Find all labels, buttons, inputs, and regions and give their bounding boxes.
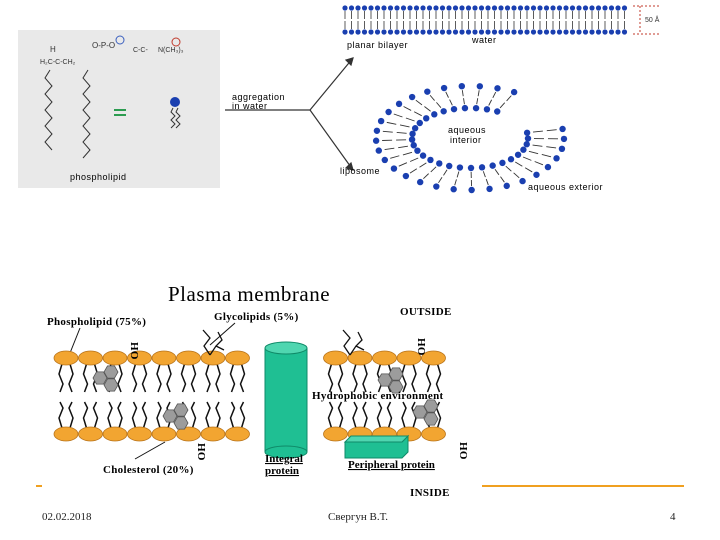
plasma-membrane-diagram: Plasma membrane OUTSIDE Phospholipid (75… xyxy=(47,282,469,499)
phospholipid-caption: phospholipid xyxy=(70,172,127,182)
plasma-membrane-title: Plasma membrane xyxy=(168,282,330,306)
label-pointers xyxy=(69,322,236,460)
equals-sign xyxy=(114,109,126,116)
aqueous-exterior-label: aqueous exterior xyxy=(528,182,603,192)
phospholipid-percent-label: Phospholipid (75%) xyxy=(47,316,146,328)
lipid-tails xyxy=(58,363,442,429)
inside-label: INSIDE xyxy=(410,487,450,499)
accent-line-right xyxy=(482,485,684,487)
footer-author: Свергун В.Т. xyxy=(328,511,388,523)
glycolipid-right xyxy=(342,329,365,356)
svg-text:H: H xyxy=(50,45,56,54)
svg-text:H₂C-C-CH₂: H₂C-C-CH₂ xyxy=(40,59,76,66)
ho-label-2: HO xyxy=(415,338,427,356)
thickness-marker xyxy=(633,5,660,35)
peripheral-protein-label: Peripheral protein xyxy=(348,459,435,471)
hydrophobic-environment-label: Hydrophobic environment xyxy=(312,390,444,402)
single-lipid-symbol xyxy=(170,97,181,129)
lipid-heads xyxy=(53,350,446,442)
svg-text:C-C-: C-C- xyxy=(133,47,148,54)
aggregation-arrows xyxy=(225,57,354,171)
phospholipid-formula: H O-P-O C-C- N(CH₃)₃ H₂C-C-CH₂ xyxy=(40,35,184,159)
glycolipids-percent-label: Glycolipids (5%) xyxy=(214,311,299,323)
integral-protein xyxy=(264,341,308,459)
liposome-ring xyxy=(372,82,568,194)
ho-label-4: HO xyxy=(457,442,469,460)
lipid-aggregation-diagram: H O-P-O C-C- N(CH₃)₃ H₂C-C-CH₂ phospholi… xyxy=(40,5,660,194)
thickness-label: 50 Å xyxy=(645,15,660,24)
cholesterol-molecules xyxy=(92,365,439,430)
outside-label: OUTSIDE xyxy=(400,306,452,318)
aqueous-interior-line1: aqueous xyxy=(448,125,486,135)
peripheral-protein xyxy=(343,434,410,459)
footer-page-number: 4 xyxy=(670,511,676,523)
planar-bilayer-label: planar bilayer xyxy=(347,40,408,50)
aggregation-label-line1: aggregation xyxy=(232,92,285,102)
cholesterol-percent-label: Cholesterol (20%) xyxy=(103,464,194,476)
integral-protein-label-line2: protein xyxy=(265,465,299,477)
aqueous-interior-line2: interior xyxy=(450,135,482,145)
planar-bilayer xyxy=(342,5,628,35)
ho-label-1: HO xyxy=(128,342,140,360)
integral-protein-label-line1: Integral xyxy=(265,453,303,465)
aggregation-label-line2: in water xyxy=(232,101,268,111)
footer-date: 02.02.2018 xyxy=(42,511,92,523)
ho-label-3: HO xyxy=(195,443,207,461)
accent-line-left xyxy=(36,485,42,487)
svg-text:O-P-O: O-P-O xyxy=(92,41,115,50)
liposome-label: liposome xyxy=(340,166,380,176)
svg-text:N(CH₃)₃: N(CH₃)₃ xyxy=(158,47,184,54)
glycolipid-left xyxy=(202,329,225,356)
water-label: water xyxy=(471,35,497,45)
